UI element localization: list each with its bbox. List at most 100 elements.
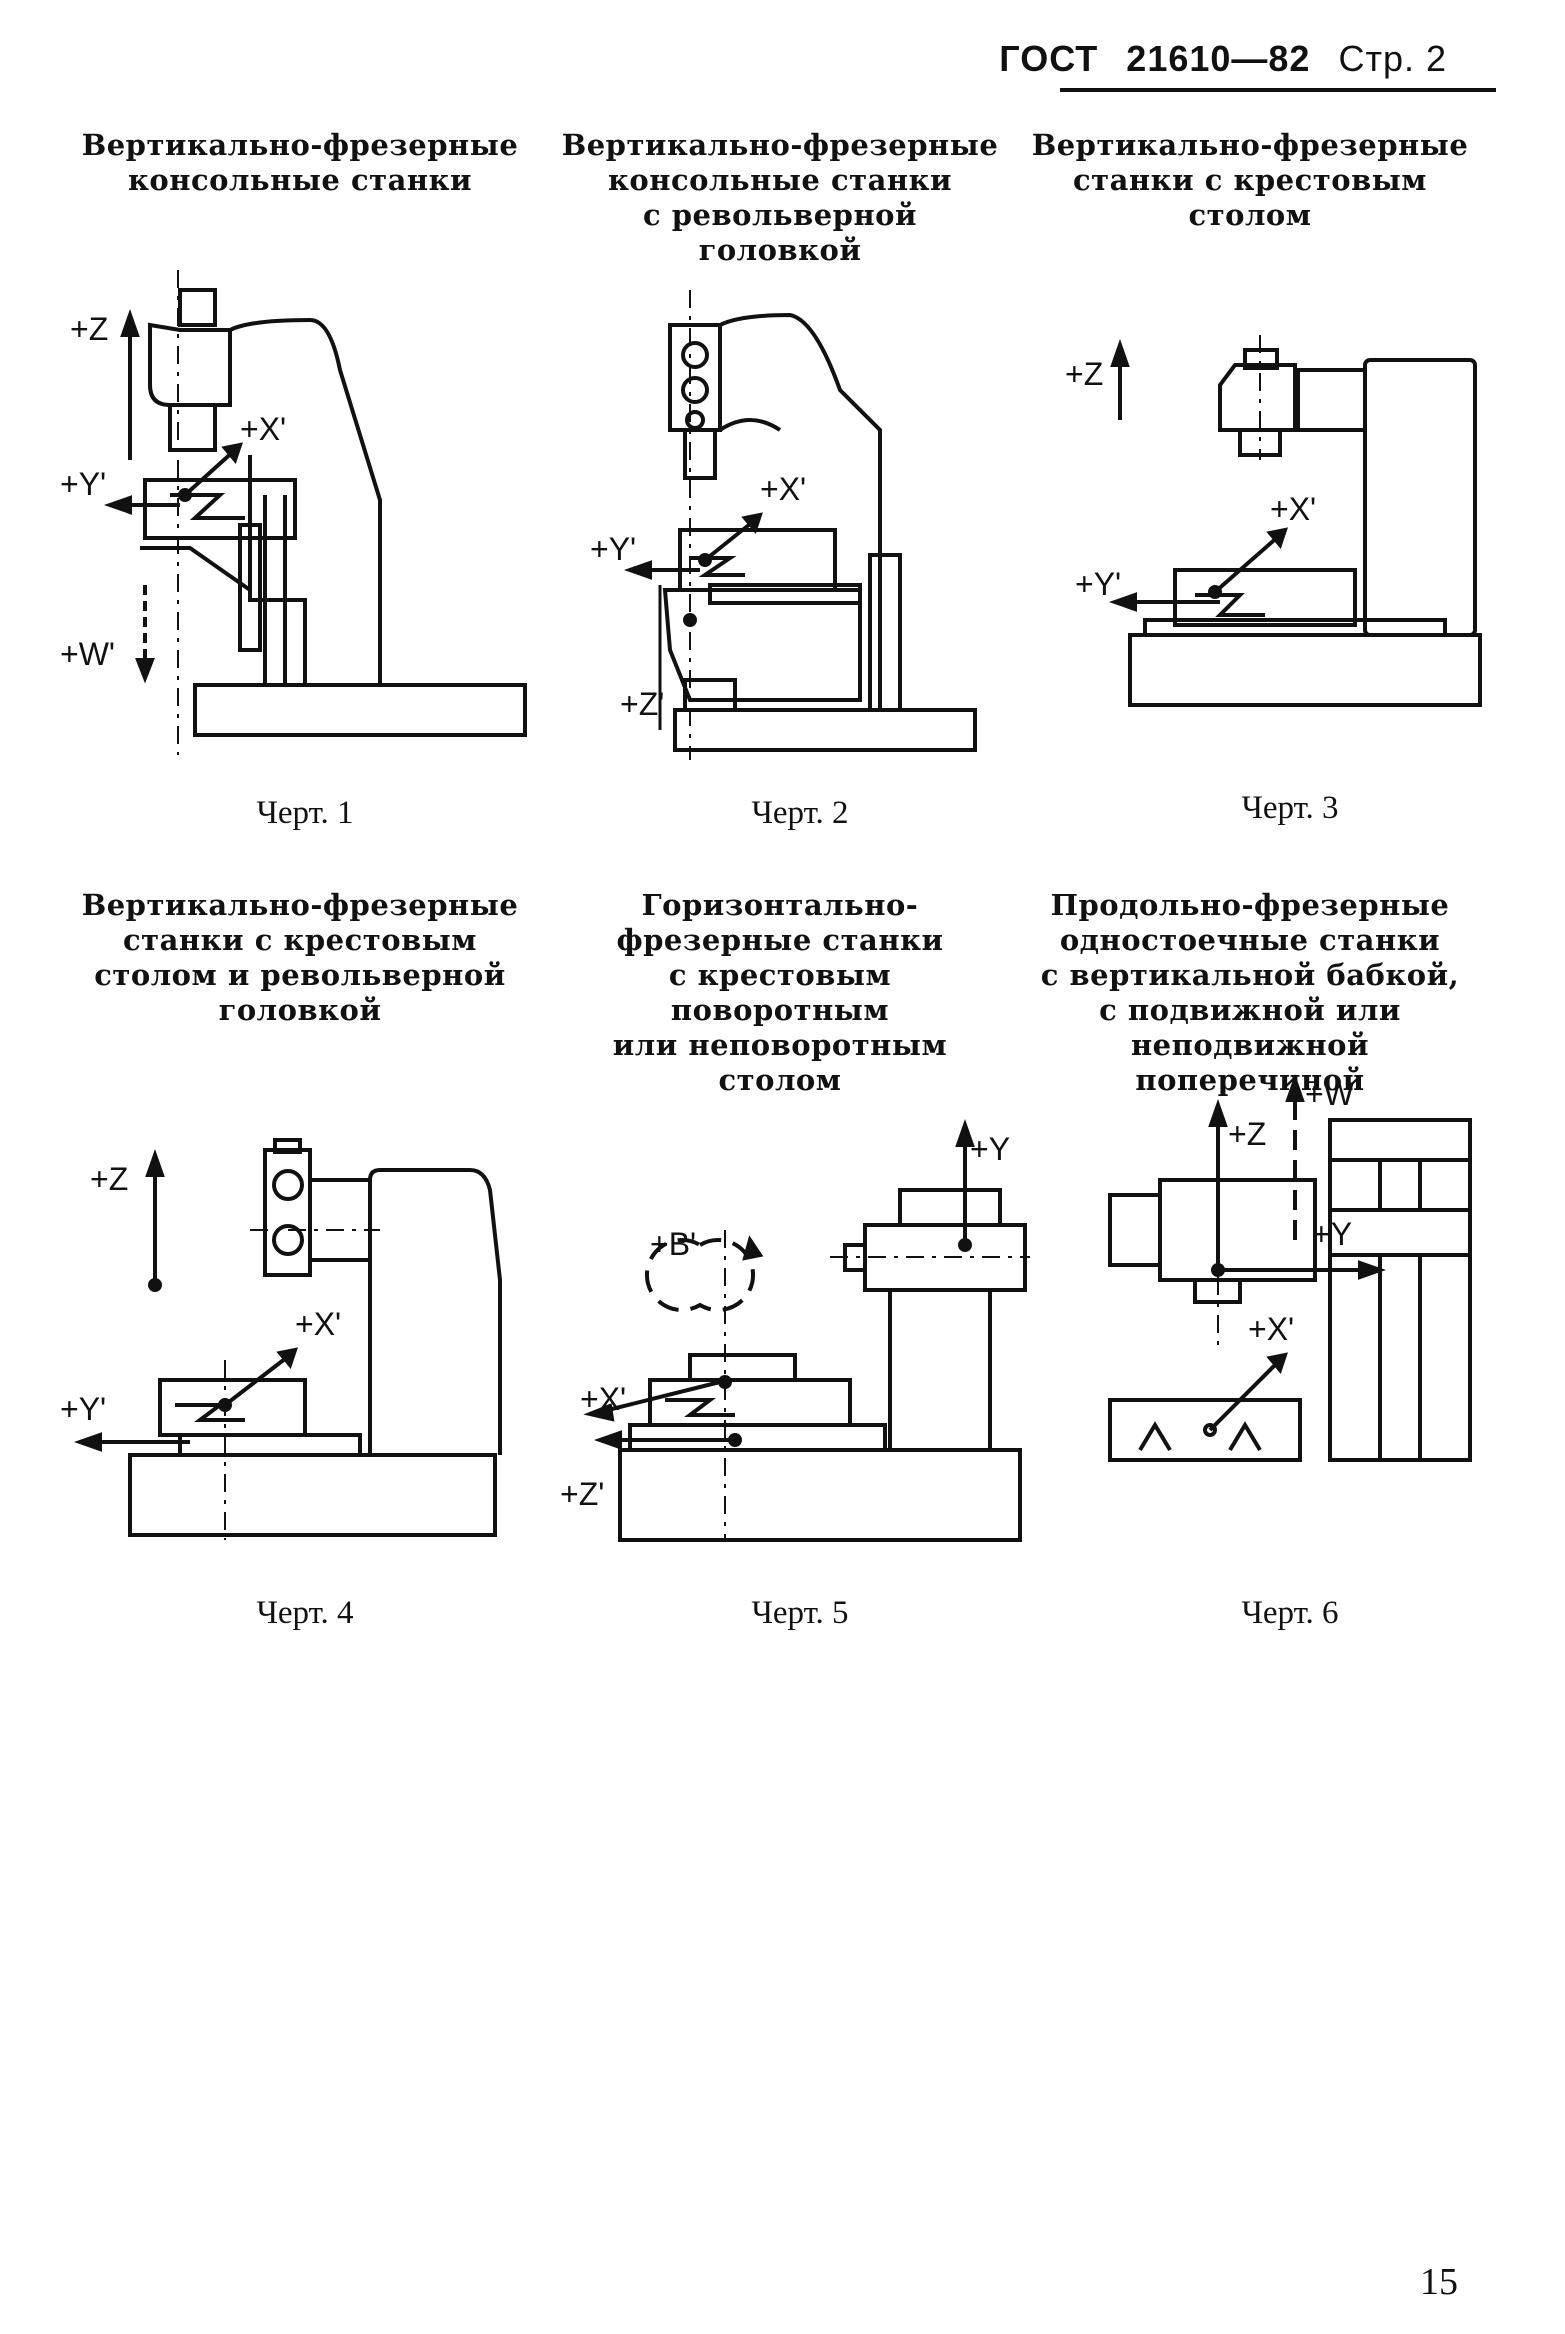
- title-line: или неповоротным: [612, 1028, 948, 1062]
- page-ref: Стр. 2: [1338, 38, 1447, 79]
- arrowhead: [145, 1148, 165, 1177]
- x-arrow: [183, 448, 237, 497]
- header-rule: [1060, 88, 1496, 92]
- figure-2-title: Вертикально-фрезерные консольные станки …: [560, 128, 1000, 268]
- column: [1328, 1118, 1472, 1462]
- title-line: Вертикально-фрезерные: [81, 128, 519, 162]
- figure-6-caption: Черт. 6: [1241, 1595, 1339, 1631]
- title-line: консольные станки: [127, 163, 473, 197]
- spindle: [683, 428, 717, 480]
- figure-4-caption: Черт. 4: [256, 1595, 354, 1631]
- title-line: столом: [1188, 198, 1312, 232]
- vertical-head: [1158, 1178, 1317, 1282]
- origin-point: [1208, 585, 1222, 599]
- turret-tool: [681, 376, 709, 404]
- axis-label: +Z: [1065, 356, 1103, 392]
- machine-base: [193, 683, 527, 737]
- axis-label: +Z: [1228, 1116, 1266, 1152]
- title-line: станки с крестовым: [123, 923, 477, 957]
- axis-label: +Z: [90, 1161, 128, 1197]
- arrowhead: [276, 1347, 298, 1370]
- spindle: [168, 403, 217, 452]
- origin-point: [218, 1398, 232, 1412]
- arrowhead: [1266, 527, 1288, 550]
- figure-5-caption: Черт. 5: [751, 1595, 849, 1631]
- arrowhead: [1285, 1073, 1305, 1102]
- title-line: столом и револьверной: [94, 958, 506, 992]
- column: [719, 312, 882, 710]
- axis-label: +Z': [620, 686, 664, 722]
- axis-label: +Y': [60, 466, 106, 502]
- axis-label: +X': [240, 411, 286, 447]
- title-line: головкой: [218, 993, 382, 1027]
- table: [678, 528, 837, 592]
- head-slide: [1296, 368, 1367, 432]
- table: [648, 1378, 852, 1427]
- origin-point: [178, 488, 192, 502]
- x-arrow: [223, 1353, 292, 1407]
- head-motor: [1108, 1193, 1162, 1267]
- machine-base: [618, 1448, 1022, 1542]
- axis-label: +Y': [1075, 566, 1121, 602]
- gost-label: ГОСТ: [999, 38, 1099, 79]
- origin-point: [698, 553, 712, 567]
- saddle: [628, 1423, 887, 1452]
- head-slide: [308, 1178, 372, 1262]
- base-block: [683, 678, 737, 712]
- column: [888, 1288, 992, 1450]
- title-line: с подвижной или: [1099, 993, 1401, 1027]
- arrowhead: [583, 1403, 615, 1422]
- origin-point: [148, 1278, 162, 1292]
- table-slots: [1138, 1421, 1262, 1452]
- figure-2-drawing: +X' +Y' +Z': [590, 290, 977, 760]
- axis-label: +Y': [60, 1391, 106, 1427]
- title-line: с револьверной головкой: [642, 198, 918, 267]
- column: [368, 1168, 502, 1455]
- title-line: Продольно-фрезерные: [1050, 888, 1450, 922]
- origin-point: [728, 1433, 742, 1447]
- turret-tool: [272, 1224, 304, 1256]
- saddle: [1143, 618, 1447, 637]
- axis-label: +W': [60, 636, 115, 672]
- turret-tool: [681, 341, 709, 369]
- axis-label: +Y: [1312, 1216, 1352, 1252]
- x-arrow: [703, 518, 757, 562]
- arrowhead: [955, 1118, 975, 1147]
- axis-label: +X': [760, 471, 806, 507]
- origin-point: [1203, 1423, 1217, 1437]
- arrowhead: [221, 442, 243, 465]
- title-line: Горизонтально-: [641, 888, 919, 922]
- spindle-head: [1218, 363, 1297, 432]
- x-arrow: [599, 1380, 721, 1414]
- machine-base: [128, 1453, 497, 1537]
- figure-1-drawing: +Z +X' +Y' +W': [60, 270, 527, 755]
- machine-base: [673, 708, 977, 752]
- axis-label: +Y: [970, 1131, 1010, 1167]
- arrowhead: [1358, 1260, 1387, 1280]
- arrowhead: [623, 560, 652, 580]
- x-arrow: [1208, 1358, 1282, 1432]
- title-line: Вертикально-фрезерные: [81, 888, 519, 922]
- title-line: Вертикально-фрезерные: [1031, 128, 1469, 162]
- title-line: Вертикально-фрезерные: [561, 128, 999, 162]
- saddle: [178, 1433, 362, 1457]
- arrowhead: [1208, 1098, 1228, 1127]
- figure-6-drawing: +W +Z +Y +X': [1108, 1073, 1472, 1462]
- page-number: 15: [1420, 2261, 1458, 2303]
- knee-guide: [868, 553, 902, 712]
- figure-4-title: Вертикально-фрезерные станки с крестовым…: [80, 888, 520, 1028]
- table-dovetail: [1195, 593, 1265, 617]
- table: [143, 478, 297, 540]
- figure-5-title: Горизонтально- фрезерные станки с кресто…: [560, 888, 1000, 1098]
- origin-point: [718, 1375, 732, 1389]
- column-throat: [718, 418, 782, 432]
- figure-3-caption: Черт. 3: [1241, 790, 1339, 826]
- column-ribs: [1330, 1158, 1470, 1460]
- x-arrow: [1213, 533, 1282, 594]
- axis-label: +Z': [560, 1476, 604, 1512]
- axis-label: +X': [580, 1381, 626, 1417]
- title-line: одностоечные станки: [1059, 923, 1441, 957]
- work-table: [1108, 1398, 1302, 1462]
- arrowhead: [73, 1432, 102, 1452]
